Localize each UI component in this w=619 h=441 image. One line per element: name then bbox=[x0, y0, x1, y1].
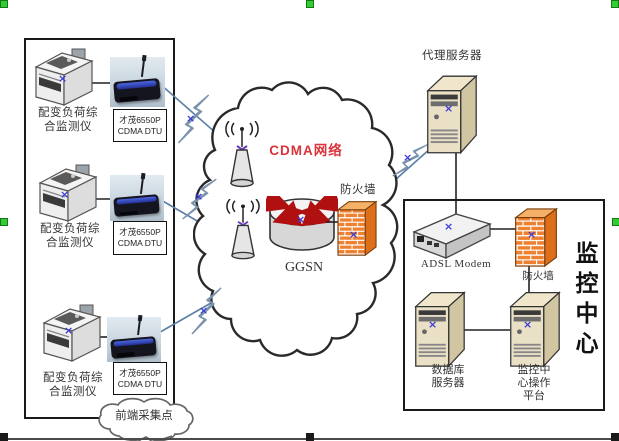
x-mark: × bbox=[428, 318, 438, 331]
lightning-bolt-icon bbox=[182, 178, 217, 220]
x-mark: × bbox=[527, 228, 537, 241]
dtu-label-box: 才茂6550P CDMA DTU bbox=[113, 109, 167, 142]
proxy-server-label: 代理服务器 bbox=[422, 50, 482, 62]
x-mark: × bbox=[64, 324, 74, 337]
x-mark: × bbox=[186, 112, 196, 125]
selection-handle-top-left[interactable] bbox=[0, 0, 8, 8]
ggsn-label: GGSN bbox=[284, 260, 324, 275]
monitoring-center-title: 监控中心 bbox=[572, 241, 597, 361]
dtu-modem-photo bbox=[107, 317, 161, 362]
dtu-antenna bbox=[140, 58, 145, 78]
monitoring-firewall-label: 防火墙 bbox=[522, 270, 554, 282]
x-mark: × bbox=[60, 188, 70, 201]
adsl-modem-label: ADSL Modem bbox=[420, 258, 492, 270]
lightning-bolt-icon bbox=[191, 287, 222, 335]
dtu-label-box: 才茂6550P CDMA DTU bbox=[113, 362, 167, 395]
selection-handle-bottom-left[interactable] bbox=[0, 433, 8, 441]
x-mark: × bbox=[444, 102, 454, 115]
monitor-device-icon bbox=[42, 304, 102, 362]
ops-platform-label: 监控中 心操作 平台 bbox=[517, 364, 551, 402]
device-label: 配变负荷综 合监测仪 bbox=[40, 223, 100, 249]
cdma-network-title: CDMA网络 bbox=[269, 143, 343, 158]
dtu-label-box: 才茂6550P CDMA DTU bbox=[113, 221, 167, 255]
x-mark: × bbox=[199, 304, 209, 317]
firewall-icon bbox=[513, 207, 559, 268]
callout-label: 前端采集点 bbox=[115, 410, 173, 422]
monitoring-center-box bbox=[403, 199, 605, 411]
x-mark: × bbox=[403, 151, 413, 164]
monitor-device-icon bbox=[34, 48, 94, 106]
x-mark: × bbox=[296, 213, 306, 226]
selection-handle-bottom-center[interactable] bbox=[306, 433, 314, 441]
database-server-icon bbox=[414, 291, 466, 368]
antenna-tower-icon bbox=[225, 121, 259, 188]
dtu-body bbox=[113, 78, 161, 103]
monitor-device-icon bbox=[38, 164, 98, 222]
device-label: 配变负荷综 合监测仪 bbox=[38, 107, 98, 133]
selection-handle-top-center[interactable] bbox=[306, 0, 314, 8]
selection-handle-top-right[interactable] bbox=[611, 0, 619, 8]
dtu-body bbox=[110, 335, 157, 359]
x-mark: × bbox=[523, 318, 533, 331]
lightning-bolt-icon bbox=[392, 143, 429, 177]
adsl-modem-icon bbox=[412, 213, 492, 260]
lightning-bolt-icon bbox=[177, 94, 210, 144]
dtu-antenna bbox=[140, 176, 145, 194]
x-mark: × bbox=[349, 228, 359, 241]
selection-handle-middle-right[interactable] bbox=[612, 218, 619, 226]
database-server-label: 数据库 服务器 bbox=[431, 364, 465, 389]
dtu-body bbox=[113, 194, 160, 218]
device-label: 配变负荷综 合监测仪 bbox=[43, 372, 103, 398]
dtu-modem-photo bbox=[110, 57, 165, 107]
dtu-modem-photo bbox=[110, 175, 164, 221]
ggsn-router-icon bbox=[266, 196, 338, 251]
dtu-antenna bbox=[137, 318, 142, 336]
proxy-server-icon bbox=[426, 74, 478, 155]
firewall-icon bbox=[336, 200, 378, 257]
antenna-tower-icon bbox=[226, 199, 260, 260]
cloud-firewall-label: 防火墙 bbox=[340, 184, 376, 196]
selection-handle-middle-left[interactable] bbox=[0, 218, 8, 226]
ops-platform-server-icon bbox=[509, 291, 561, 368]
selection-handle-bottom-right[interactable] bbox=[611, 433, 619, 441]
x-mark: × bbox=[444, 220, 454, 233]
x-mark: × bbox=[194, 190, 204, 203]
x-mark: × bbox=[58, 72, 68, 85]
